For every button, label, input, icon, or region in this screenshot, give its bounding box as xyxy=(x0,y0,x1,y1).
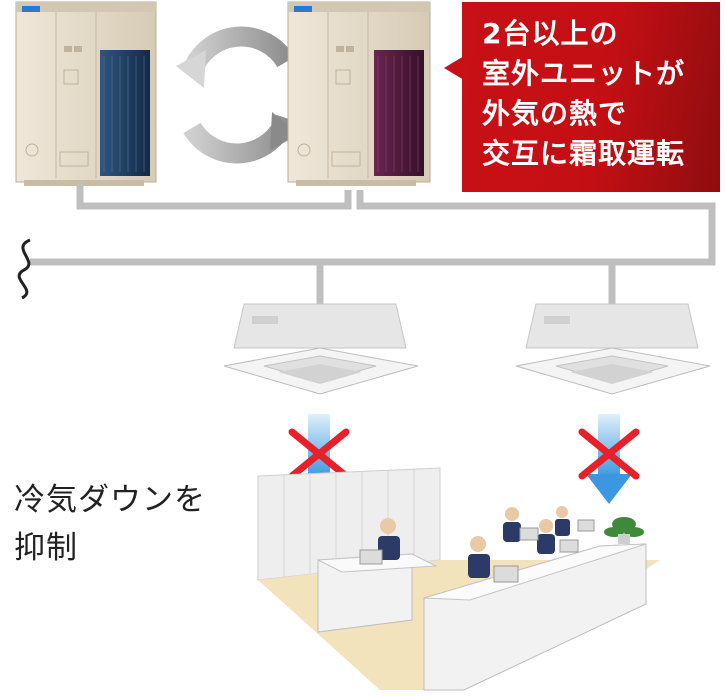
callout-line: 交互に霜取運転 xyxy=(482,137,686,170)
callout-line: 室外ユニットが xyxy=(482,57,686,90)
office-scene xyxy=(257,467,660,691)
indoor-unit-right xyxy=(515,303,711,395)
caption-line: 冷気ダウンを xyxy=(14,482,206,518)
cross-mark-icon xyxy=(288,428,640,480)
cycle-arrows-icon xyxy=(176,26,300,164)
indoor-unit-left xyxy=(223,303,419,395)
pipe-break-icon xyxy=(17,238,31,300)
caption-text: 冷気ダウンを 抑制 xyxy=(14,476,206,572)
outdoor-unit-right xyxy=(287,1,431,186)
callout-line: 2台以上の xyxy=(482,17,619,50)
caption-line: 抑制 xyxy=(14,530,78,566)
refrigerant-piping xyxy=(30,184,716,304)
callout-pointer xyxy=(444,56,464,80)
outdoor-unit-left xyxy=(15,1,157,186)
callout-box: 2台以上の 室外ユニットが 外気の熱で 交互に霜取運転 xyxy=(462,2,720,192)
callout-line: 外気の熱で xyxy=(482,97,628,130)
airflow-arrow-right xyxy=(586,414,632,504)
